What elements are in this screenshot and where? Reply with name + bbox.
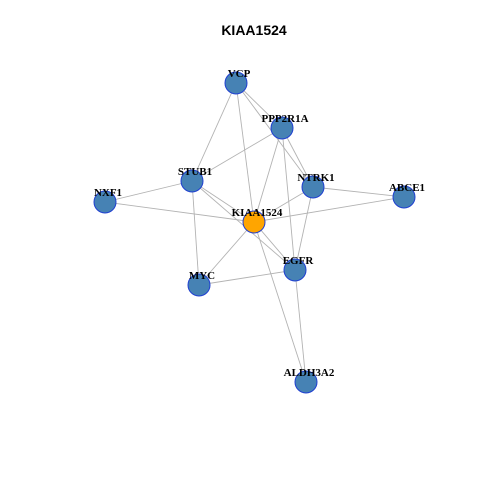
node-label-aldh3a2: ALDH3A2 (284, 367, 335, 379)
node-circle-stub1 (180, 169, 204, 193)
node-label-ppp2r1a: PPP2R1A (261, 113, 308, 125)
node-stub1: STUB1 (178, 166, 212, 193)
node-label-vcp: VCP (228, 68, 251, 80)
edge-ppp2r1a-egfr (281, 127, 296, 271)
edge-kiaa1524-aldh3a2 (253, 221, 307, 383)
node-myc: MYC (187, 270, 215, 297)
node-label-kiaa1524: KIAA1524 (232, 207, 283, 219)
node-circle-myc (187, 273, 211, 297)
edge-abce1-kiaa1524 (253, 196, 405, 223)
edge-egfr-myc (198, 269, 296, 286)
node-aldh3a2: ALDH3A2 (284, 367, 335, 394)
node-ppp2r1a: PPP2R1A (261, 113, 309, 140)
edge-stub1-myc (191, 180, 200, 286)
node-circle-ppp2r1a (270, 116, 294, 140)
edge-vcp-stub1 (191, 82, 237, 182)
edge-ppp2r1a-stub1 (191, 127, 283, 182)
diagram-title: KIAA1524 (221, 22, 287, 38)
edge-kiaa1524-myc (198, 221, 255, 286)
node-label-myc: MYC (189, 270, 215, 282)
node-label-ntrk1: NTRK1 (297, 172, 334, 184)
edge-stub1-nxf1 (104, 180, 193, 203)
node-circle-nxf1 (93, 190, 117, 214)
node-label-abce1: ABCE1 (389, 182, 425, 194)
node-circle-vcp (224, 71, 248, 95)
node-abce1: ABCE1 (389, 182, 425, 209)
edge-ntrk1-egfr (294, 186, 314, 271)
node-vcp: VCP (224, 68, 251, 95)
edge-vcp-kiaa1524 (235, 82, 255, 223)
node-circle-kiaa1524 (242, 210, 266, 234)
node-label-stub1: STUB1 (178, 166, 212, 178)
edge-nxf1-kiaa1524 (104, 201, 255, 223)
node-nxf1: NXF1 (93, 187, 122, 214)
node-circle-abce1 (392, 185, 416, 209)
edge-egfr-aldh3a2 (294, 269, 307, 383)
node-ntrk1: NTRK1 (297, 172, 335, 199)
node-label-nxf1: NXF1 (94, 187, 122, 199)
node-circle-egfr (283, 258, 307, 282)
node-label-egfr: EGFR (283, 255, 315, 267)
edge-ntrk1-abce1 (312, 186, 405, 198)
node-circle-ntrk1 (301, 175, 325, 199)
edge-stub1-kiaa1524 (191, 180, 255, 223)
node-kiaa1524: KIAA1524 (232, 207, 283, 234)
edge-ppp2r1a-kiaa1524 (253, 127, 283, 223)
node-circle-aldh3a2 (294, 370, 318, 394)
node-egfr: EGFR (283, 255, 315, 282)
